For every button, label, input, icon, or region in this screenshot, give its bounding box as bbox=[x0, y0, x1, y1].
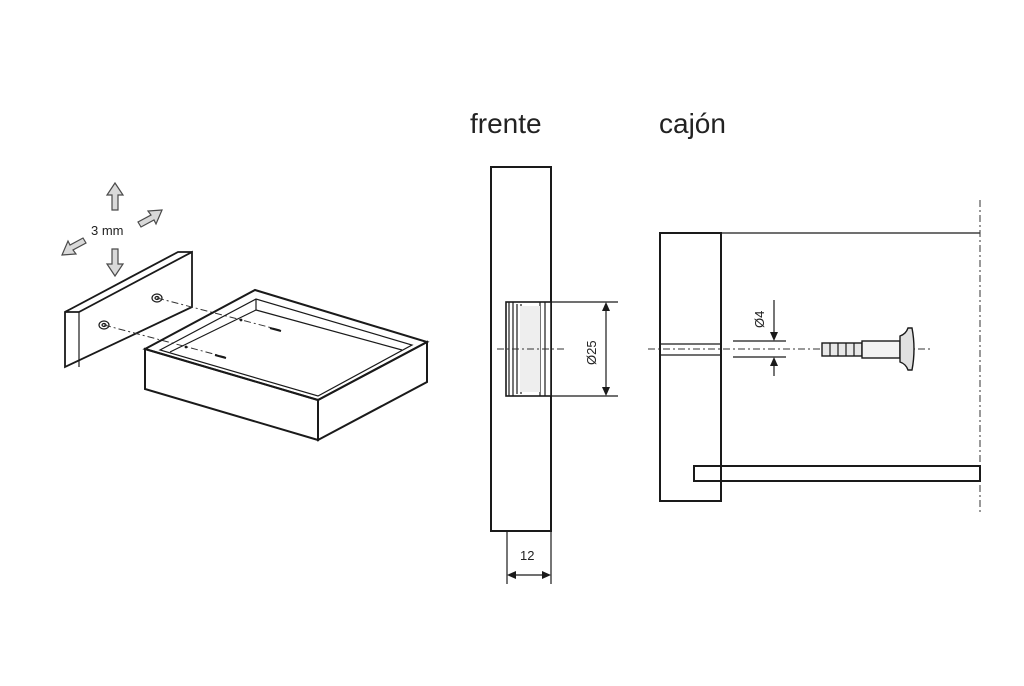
isometric-assembly: 3 mm bbox=[61, 181, 430, 442]
front-title: frente bbox=[470, 108, 542, 139]
front-section: frente Ø25 bbox=[470, 108, 618, 584]
adjust-label: 3 mm bbox=[91, 223, 124, 238]
drawer-box-iso bbox=[142, 288, 430, 442]
arrow-down-left-icon bbox=[61, 237, 87, 256]
arrow-up-right-icon bbox=[137, 209, 163, 228]
drawer-section: cajón Ø4 bbox=[648, 108, 981, 512]
arrow-up-icon bbox=[105, 181, 125, 211]
screw bbox=[821, 327, 915, 371]
drawer-title: cajón bbox=[659, 108, 726, 139]
drawer-side-wall bbox=[659, 232, 722, 502]
arrow-down-icon bbox=[105, 248, 125, 278]
adjust-arrows-icon bbox=[61, 181, 163, 278]
front-panel-iso bbox=[64, 250, 193, 369]
dim-thickness-12: 12 bbox=[506, 531, 552, 584]
dim-diameter-4-label: Ø4 bbox=[752, 311, 767, 328]
dim-thickness-label: 12 bbox=[520, 548, 534, 563]
dim-diameter-25-label: Ø25 bbox=[584, 340, 599, 365]
dim-diameter-25: Ø25 bbox=[551, 301, 618, 397]
axis-line-upper bbox=[156, 297, 281, 331]
dim-diameter-4: Ø4 bbox=[733, 300, 786, 376]
drawer-bottom-panel bbox=[693, 465, 981, 482]
axis-line-lower bbox=[103, 324, 226, 358]
